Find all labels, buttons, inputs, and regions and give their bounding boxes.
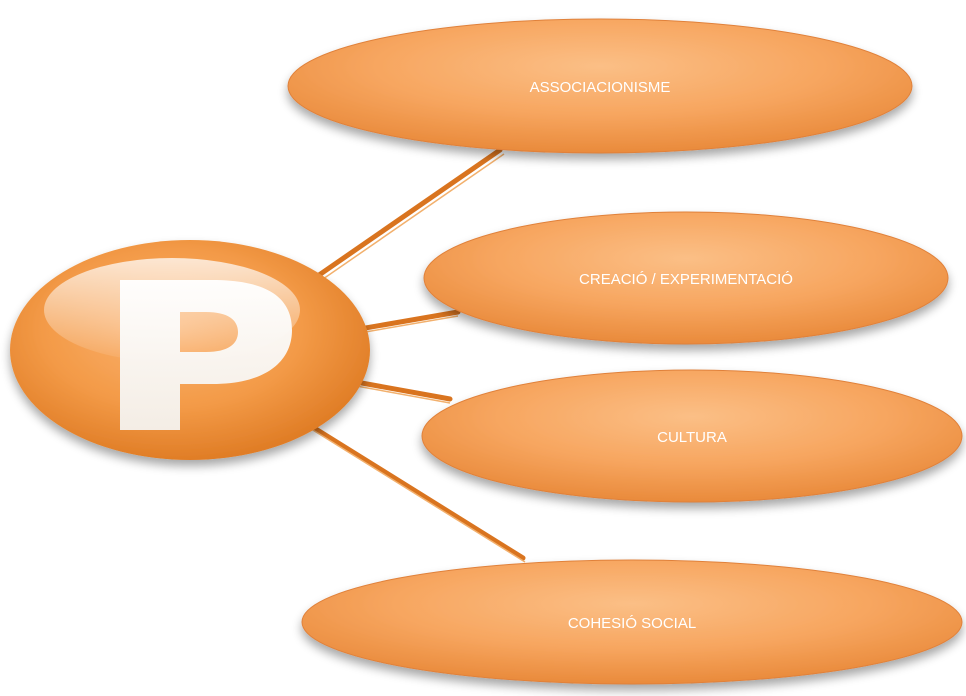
node-label-creacio: CREACIÓ / EXPERIMENTACIÓ	[579, 271, 793, 288]
node-cultura: CULTURA	[421, 369, 963, 503]
connector-cohesio	[287, 410, 526, 561]
node-label-associacionisme: ASSOCIACIONISME	[530, 79, 671, 96]
node-label-cohesio: COHESIÓ SOCIAL	[568, 615, 696, 632]
node-label-cultura: CULTURA	[657, 429, 727, 446]
node-cohesio: COHESIÓ SOCIAL	[301, 559, 963, 685]
connector-associacionisme	[290, 147, 503, 296]
node-creacio: CREACIÓ / EXPERIMENTACIÓ	[423, 211, 949, 345]
hub-logo	[10, 240, 370, 460]
p-logo-icon	[120, 280, 292, 430]
node-associacionisme: ASSOCIACIONISME	[287, 18, 913, 154]
